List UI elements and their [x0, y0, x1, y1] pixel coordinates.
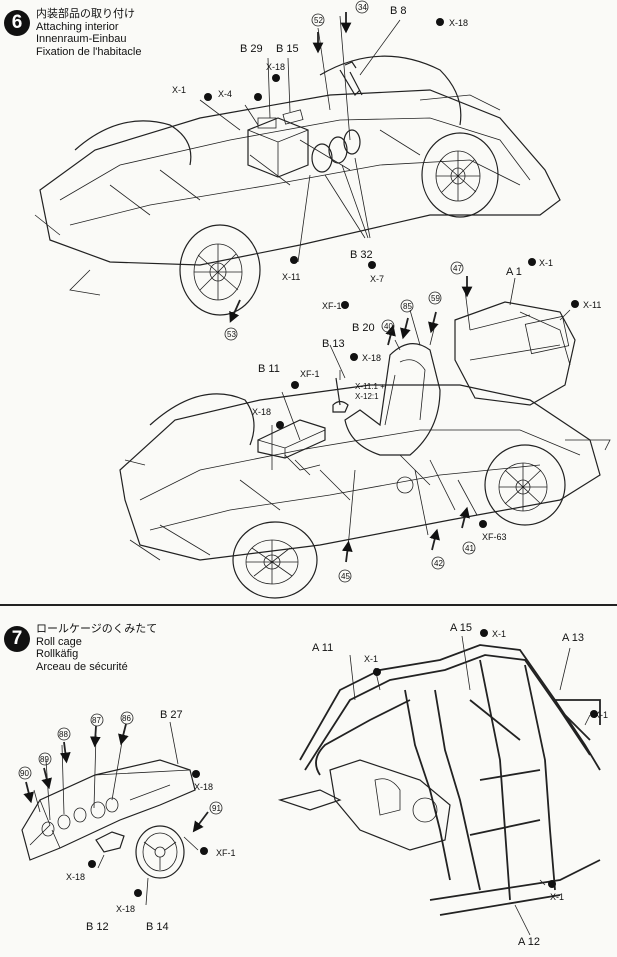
part-circles-lower	[338, 261, 476, 583]
label-xf1-a: XF-1	[322, 301, 342, 311]
label-x18-c: X-18	[362, 353, 381, 363]
step-7-title-fr: Arceau de sécurité	[36, 660, 128, 673]
roll-cage-drawing	[277, 635, 601, 936]
label-p89: 89	[40, 755, 49, 764]
label-p90: 90	[20, 769, 29, 778]
step-7-badge: 7	[4, 626, 30, 652]
chassis-lower-drawing	[119, 277, 611, 599]
label-x18-f: X-18	[66, 872, 85, 882]
step-7-title-en: Roll cage	[36, 635, 82, 648]
label-p34: 34	[358, 3, 367, 12]
label-x11-mix: X-11:1 +	[355, 382, 385, 391]
label-x7: X-7	[370, 274, 384, 284]
step-6-badge: 6	[4, 10, 30, 36]
label-p87: 87	[92, 716, 101, 725]
dashboard-drawing	[21, 721, 199, 906]
label-p91: 91	[212, 804, 221, 813]
label-b14: B 14	[146, 921, 169, 933]
label-a15: A 15	[450, 622, 472, 634]
label-p41: 41	[465, 544, 474, 553]
label-b20: B 20	[352, 322, 375, 334]
step-6-title-ja: 内装部品の取り付け	[36, 8, 135, 20]
label-x1-e: X-1	[594, 710, 608, 720]
label-x4: X-4	[218, 89, 232, 99]
label-xf1-c: XF-1	[216, 848, 236, 858]
label-b11: B 11	[258, 363, 280, 375]
label-b13: B 13	[322, 338, 345, 350]
step-6-title-de: Innenraum-Einbau	[36, 33, 127, 45]
label-b32: B 32	[350, 249, 373, 261]
label-b27: B 27	[160, 709, 183, 721]
label-a1: A 1	[506, 266, 522, 278]
label-p85: 85	[403, 302, 412, 311]
label-x18-g: X-18	[116, 904, 135, 914]
screw-icons-dash	[88, 770, 208, 897]
step-7-heading: ロールケージのくみたて Roll cage Rollkäfig Arceau d…	[36, 623, 157, 673]
part-circles-dash	[18, 711, 223, 815]
diagram-labels: B 8 X-18 B 29 B 15 X-18 X-1 X-4 52 34 B …	[20, 3, 608, 948]
label-x1-c: X-1	[492, 629, 506, 639]
label-a13: A 13	[562, 632, 584, 644]
label-x11-b: X-11	[583, 300, 601, 310]
label-xf63: XF-63	[482, 532, 507, 542]
part-circles-upper	[224, 0, 369, 341]
step-7-title-de: Rollkäfig	[36, 648, 79, 660]
label-x12-mix: X-12:1	[355, 392, 379, 401]
step-6-title-fr: Fixation de l'habitacle	[36, 45, 142, 58]
label-b8: B 8	[390, 5, 407, 17]
label-a12: A 12	[518, 936, 540, 948]
screw-icons-lower	[276, 258, 579, 528]
step6-arrows-upper	[229, 12, 352, 323]
screw-icons-upper	[204, 18, 444, 269]
chassis-upper-drawing	[34, 15, 561, 316]
label-p53: 53	[227, 330, 236, 339]
label-p40: 40	[384, 322, 393, 331]
label-x18-a: X-18	[449, 18, 468, 28]
step-divider	[0, 604, 617, 606]
label-p59: 59	[431, 294, 440, 303]
label-x1-b: X-1	[539, 258, 553, 268]
label-x1-d: X-1	[364, 654, 378, 664]
label-x11-a: X-11	[282, 272, 300, 282]
step7-arrows-dash	[23, 723, 209, 833]
label-p45: 45	[341, 572, 350, 581]
step6-arrows-lower	[341, 276, 473, 563]
label-x18-e: X-18	[194, 782, 213, 792]
label-xf1-b: XF-1	[300, 369, 320, 379]
label-b29: B 29	[240, 43, 263, 55]
label-p88: 88	[59, 730, 68, 739]
label-x1-f: X-1	[550, 892, 564, 902]
step-6-title-en: Attaching interior	[36, 20, 119, 33]
screw-icons-cage	[373, 629, 598, 888]
label-p52: 52	[314, 16, 323, 25]
label-p86: 86	[122, 714, 131, 723]
step-6-heading: 内装部品の取り付け Attaching interior Innenraum-E…	[36, 8, 141, 58]
label-b15: B 15	[276, 43, 299, 55]
label-x18-b: X-18	[266, 62, 285, 72]
label-x18-d: X-18	[252, 407, 271, 417]
label-b12: B 12	[86, 921, 109, 933]
label-p47: 47	[453, 264, 462, 273]
step-7-title-ja: ロールケージのくみたて	[36, 623, 158, 635]
label-p42: 42	[434, 559, 443, 568]
label-a11: A 11	[312, 642, 333, 654]
label-x1-a: X-1	[172, 85, 186, 95]
